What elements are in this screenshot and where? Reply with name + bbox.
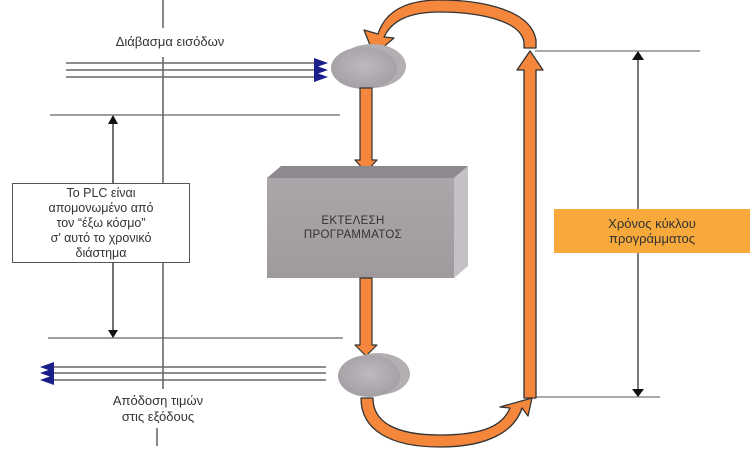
flow-arrow-to-outputs [354,277,378,357]
cycle-time-line2: προγράμματος [609,231,695,246]
isolation-note-line2: απομονωμένο από [48,200,154,215]
execute-program-block [267,166,468,278]
output-signal-lines [52,366,326,381]
read-inputs-label: Διάβασμα εισόδων [115,34,225,49]
input-arrowheads [314,58,328,82]
flow-arrow-to-execute [354,87,378,173]
write-outputs-label-line1: Απόδοση τιμών [112,393,204,408]
cycle-time-line1: Χρόνος κύκλου [608,216,696,231]
write-outputs-label-line2: στις εξόδους [121,409,195,424]
execute-program-label: ΕΚΤΕΛΕΣΗ ΠΡΟΓΡΑΜΜΑΤΟΣ [268,214,438,242]
input-signal-lines [66,62,320,78]
read-inputs-node [331,44,406,89]
cycle-time-dimension [533,50,700,398]
isolation-boundaries [48,114,343,339]
output-arrowheads [40,362,54,385]
return-arrow-top [363,0,537,56]
cycle-arrow-up [516,50,544,399]
write-outputs-label: Απόδοση τιμών στις εξόδους [68,393,248,425]
write-outputs-node [338,353,410,397]
isolation-interval-arrow [108,115,118,338]
isolation-note-line5: διάστημα [75,245,127,260]
execute-program-label-line1: ΕΚΤΕΛΕΣΗ [321,215,385,227]
isolation-note-line4: σ’ αυτό το χρονικό [50,230,152,245]
cycle-arrow-bottom [360,397,533,448]
execute-program-label-line2: ΠΡΟΓΡΑΜΜΑΤΟΣ [303,229,403,241]
isolation-note-line1: Το PLC είναι [66,185,136,200]
cycle-time-box: Χρόνος κύκλου προγράμματος [554,209,750,253]
isolation-note-line3: τον “έξω κόσμο” [56,215,146,230]
isolation-note-box: Το PLC είναι απομονωμένο από τον “έξω κό… [12,183,190,263]
